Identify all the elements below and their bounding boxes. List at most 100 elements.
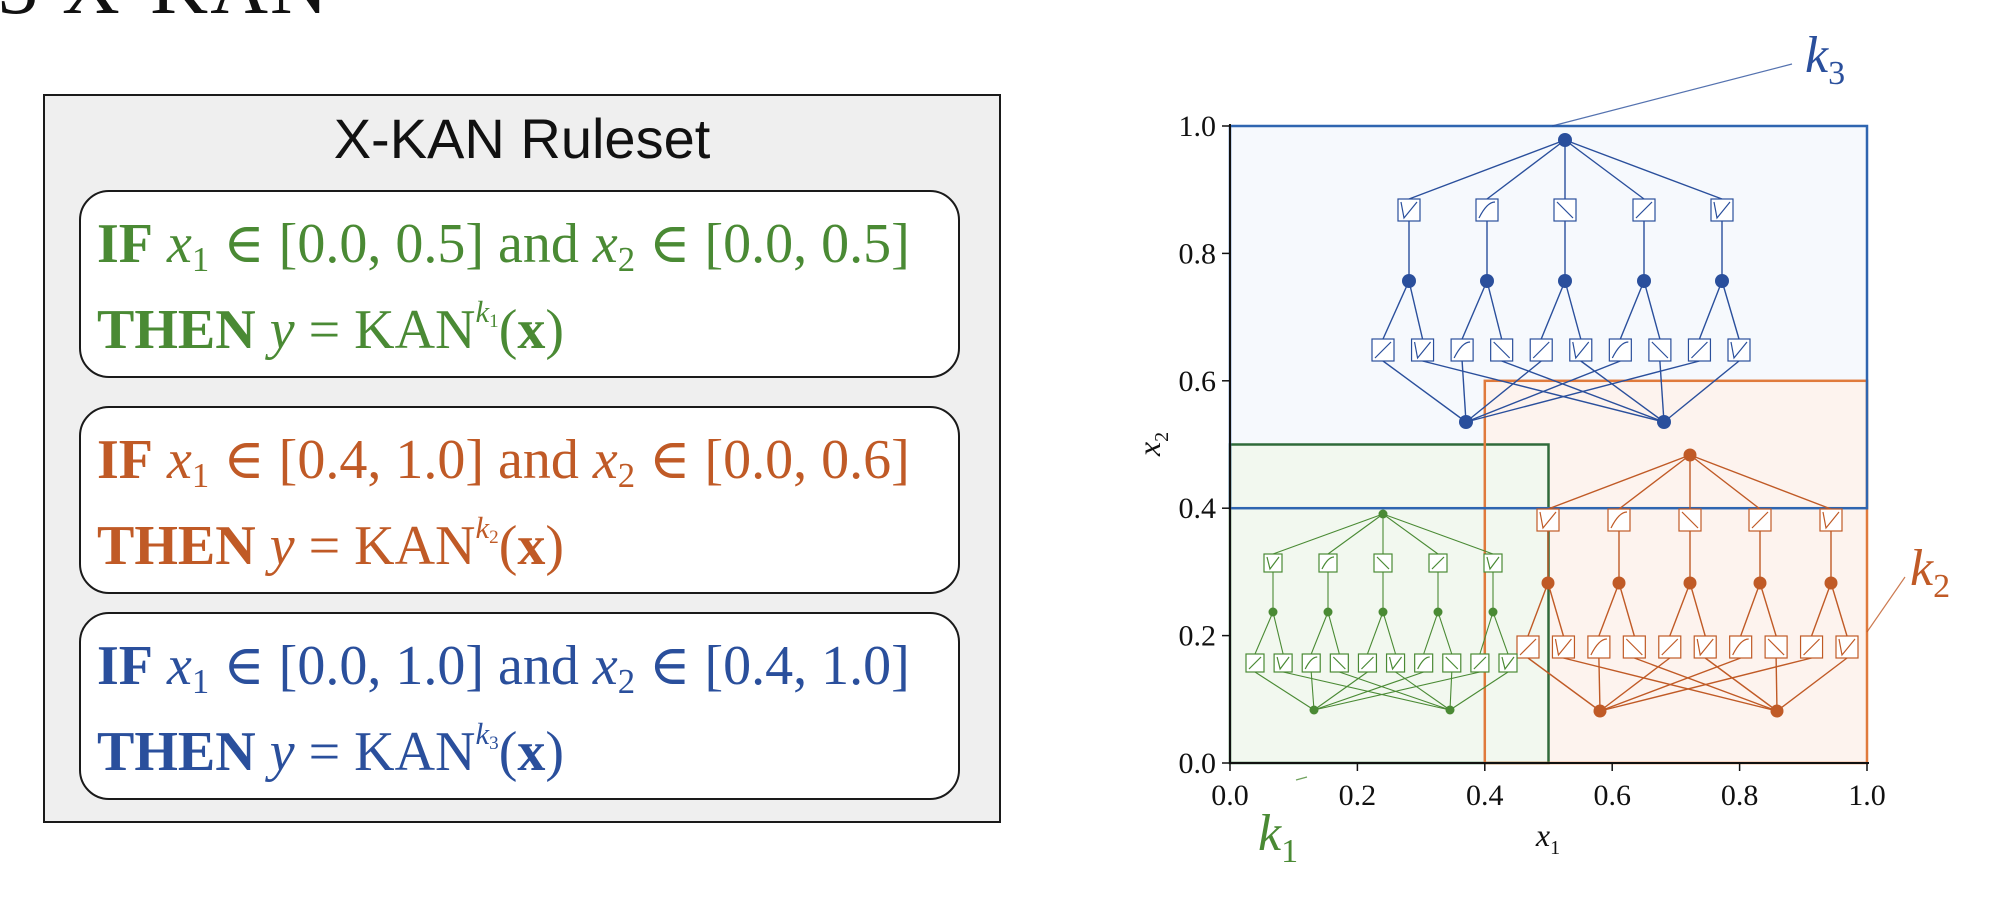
input-vector: x xyxy=(517,299,546,361)
spline-glyph xyxy=(1478,201,1496,219)
spline-glyph xyxy=(1572,341,1590,360)
output-var: y xyxy=(269,299,295,361)
output-node xyxy=(1378,509,1388,519)
spline-glyph xyxy=(1696,638,1714,657)
if-keyword: IF xyxy=(97,429,153,491)
hidden-node xyxy=(1824,576,1838,590)
edge xyxy=(1465,360,1621,423)
region-label-k3: k3 xyxy=(1805,27,1845,92)
y-tick-label: 0.4 xyxy=(1179,492,1217,525)
input-node xyxy=(1459,415,1473,429)
spline-glyph xyxy=(1635,201,1653,219)
edge xyxy=(1564,280,1582,340)
activation-box xyxy=(1608,338,1632,362)
edge xyxy=(1810,582,1832,637)
rule-card-k2: IF x1 ∈ [0.4, 1.0] and x2 ∈ [0.0, 0.6] T… xyxy=(79,406,960,594)
edge xyxy=(1327,611,1340,655)
edge xyxy=(1282,671,1451,711)
edge xyxy=(1669,582,1691,637)
k1-network xyxy=(1245,509,1518,715)
edge xyxy=(1479,611,1494,655)
output-node xyxy=(1683,448,1697,462)
edge xyxy=(1564,139,1645,200)
activation-box xyxy=(1729,635,1753,659)
spline-glyph xyxy=(1445,656,1459,670)
spline-glyph xyxy=(1376,556,1390,570)
and-word: and xyxy=(497,429,579,491)
spline-glyph xyxy=(1730,341,1748,360)
edge xyxy=(1759,582,1777,637)
k-subscript: 2 xyxy=(489,526,499,548)
activation-box xyxy=(1301,653,1321,673)
edge xyxy=(1449,671,1509,711)
edge xyxy=(1461,280,1488,340)
x2-interval: [0.0, 0.6] xyxy=(704,429,910,491)
and-word: and xyxy=(497,213,579,275)
spline-glyph xyxy=(1321,556,1335,570)
edge xyxy=(1486,280,1503,340)
section-heading: 3 X-KAN xyxy=(0,0,330,33)
edge xyxy=(1527,582,1549,637)
rule-condition: IF x1 ∈ [0.0, 0.5] and x2 ∈ [0.0, 0.5] xyxy=(97,213,910,279)
leader-line-k3 xyxy=(1551,63,1793,127)
edge xyxy=(1461,360,1467,423)
edge xyxy=(1313,671,1424,711)
edge xyxy=(1598,657,1601,712)
edge xyxy=(1547,454,1691,510)
spline-glyph xyxy=(1803,638,1820,656)
activation-box xyxy=(1607,508,1631,532)
x1-interval: [0.4, 1.0] xyxy=(278,429,484,491)
edge xyxy=(1382,513,1494,555)
edge xyxy=(1547,582,1565,637)
spline-glyph xyxy=(1413,341,1432,360)
edge xyxy=(1310,611,1329,655)
edge xyxy=(1437,611,1453,655)
x2-interval: [0.4, 1.0] xyxy=(704,635,910,697)
spline-glyph xyxy=(1417,656,1430,670)
spline-glyph xyxy=(1822,511,1840,530)
region-label-sub: 2 xyxy=(1933,568,1950,605)
network-layer xyxy=(1245,133,1859,718)
spline-glyph xyxy=(1304,656,1318,670)
activation-box xyxy=(1450,338,1474,362)
hidden-node xyxy=(1378,607,1388,617)
edge xyxy=(1327,513,1384,555)
edge xyxy=(1689,454,1761,510)
edge xyxy=(1618,582,1636,637)
x-tick-label: 0.8 xyxy=(1721,779,1759,812)
model-name: KAN xyxy=(354,299,476,361)
spline-glyph xyxy=(1691,341,1708,359)
edge xyxy=(1382,280,1410,340)
x1-interval: [0.0, 0.5] xyxy=(278,213,484,275)
activation-box xyxy=(1318,553,1338,573)
output-var: y xyxy=(269,721,295,783)
edge xyxy=(1599,657,1741,712)
edge xyxy=(1564,139,1723,200)
spline-glyph xyxy=(1388,656,1403,671)
hidden-node xyxy=(1402,274,1416,288)
activation-box xyxy=(1498,653,1518,673)
hidden-node xyxy=(1323,607,1333,617)
edge xyxy=(1721,280,1740,340)
spline-glyph xyxy=(1493,341,1511,359)
k-subscript: 3 xyxy=(489,732,499,754)
spline-glyph xyxy=(1732,638,1749,656)
hidden-node xyxy=(1433,607,1443,617)
k3-network xyxy=(1371,133,1751,429)
edge xyxy=(1382,360,1467,423)
then-keyword: THEN xyxy=(97,515,256,577)
spline-glyph xyxy=(1453,341,1471,359)
activation-box xyxy=(1273,653,1293,673)
y-axis-label-sub: 2 xyxy=(1151,432,1173,442)
output-node xyxy=(1558,133,1572,147)
k-subscript: 1 xyxy=(489,310,499,332)
activation-box xyxy=(1263,553,1283,573)
spline-glyph xyxy=(1276,656,1290,671)
spline-glyph xyxy=(1332,656,1346,670)
input-node xyxy=(1309,705,1319,715)
spline-glyph xyxy=(1681,511,1699,529)
rule-consequent: THEN y = KANk3(x) xyxy=(97,716,565,783)
x-tick-label: 1.0 xyxy=(1848,779,1886,812)
spline-glyph xyxy=(1473,656,1487,670)
